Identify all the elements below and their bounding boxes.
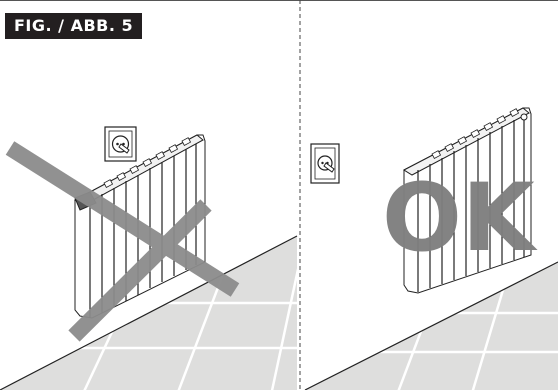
ok-label: OK [382, 164, 538, 273]
radiator-right [402, 107, 532, 294]
wall-socket [104, 126, 137, 162]
left-panel [0, 126, 298, 390]
cross-mark [5, 141, 240, 342]
figure-label: FIG. / ABB. 5 [5, 13, 143, 39]
right-panel: OK [304, 107, 558, 390]
wall-socket [310, 143, 340, 184]
